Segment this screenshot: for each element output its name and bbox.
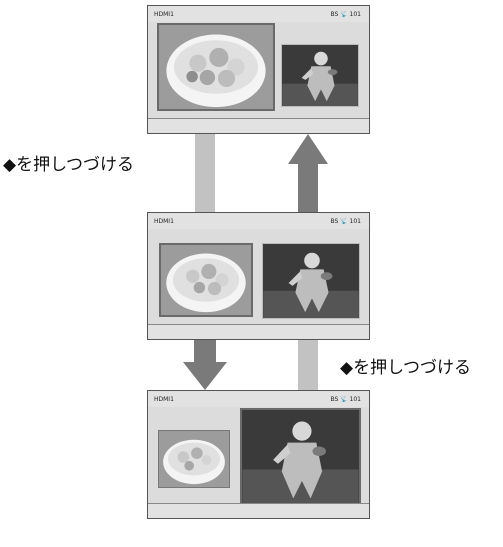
status-bar: HDMI1 BS 📡 101 [148, 213, 369, 229]
fruit-bowl-image [159, 25, 273, 109]
sub-picture-football [281, 44, 359, 107]
up-key-caption-text: ◆を押しつづける [340, 358, 472, 378]
fruit-bowl-image [161, 245, 251, 315]
main-picture-football [240, 408, 361, 508]
arrow-down-light-icon [195, 134, 215, 212]
status-bar: HDMI1 BS 📡 101 [148, 6, 369, 22]
down-key-caption-text: ◆を押しつづける [3, 155, 135, 175]
caption-hold-down: ◆を押しつづける [3, 150, 134, 175]
bottom-bar [148, 324, 369, 339]
arrow-up-dark-icon [288, 134, 328, 212]
down-transition-arrow-2 [183, 340, 227, 390]
tv-screen-2: HDMI1 BS 📡 101 [147, 212, 370, 340]
tv-screen-3: HDMI1 BS 📡 101 [147, 390, 370, 519]
football-player-image [263, 244, 359, 318]
bottom-bar [148, 503, 369, 518]
caption-hold-up: ◆を押しつづける [340, 353, 471, 378]
sub-picture-food [158, 430, 230, 488]
up-transition-arrow-2 [298, 340, 318, 390]
football-player-image [242, 410, 359, 506]
arrow-down-dark-icon [183, 340, 227, 390]
input-source-label: HDMI1 [154, 11, 174, 18]
fruit-bowl-image [159, 431, 229, 487]
input-source-label: HDMI1 [154, 396, 174, 403]
sub-picture-football [262, 243, 360, 319]
status-bar: HDMI1 BS 📡 101 [148, 391, 369, 407]
main-picture-food [157, 23, 275, 111]
bottom-bar [148, 118, 369, 133]
input-source-label: HDMI1 [154, 218, 174, 225]
channel-label: BS 📡 101 [330, 218, 361, 225]
football-player-image [282, 45, 358, 106]
up-transition-arrow-1 [288, 134, 328, 212]
tv-screen-1: HDMI1 BS 📡 101 [147, 5, 370, 134]
channel-label: BS 📡 101 [330, 396, 361, 403]
down-transition-arrow-1 [195, 134, 215, 212]
main-picture-food [159, 243, 253, 317]
channel-label: BS 📡 101 [330, 11, 361, 18]
arrow-up-light-icon [298, 340, 318, 390]
